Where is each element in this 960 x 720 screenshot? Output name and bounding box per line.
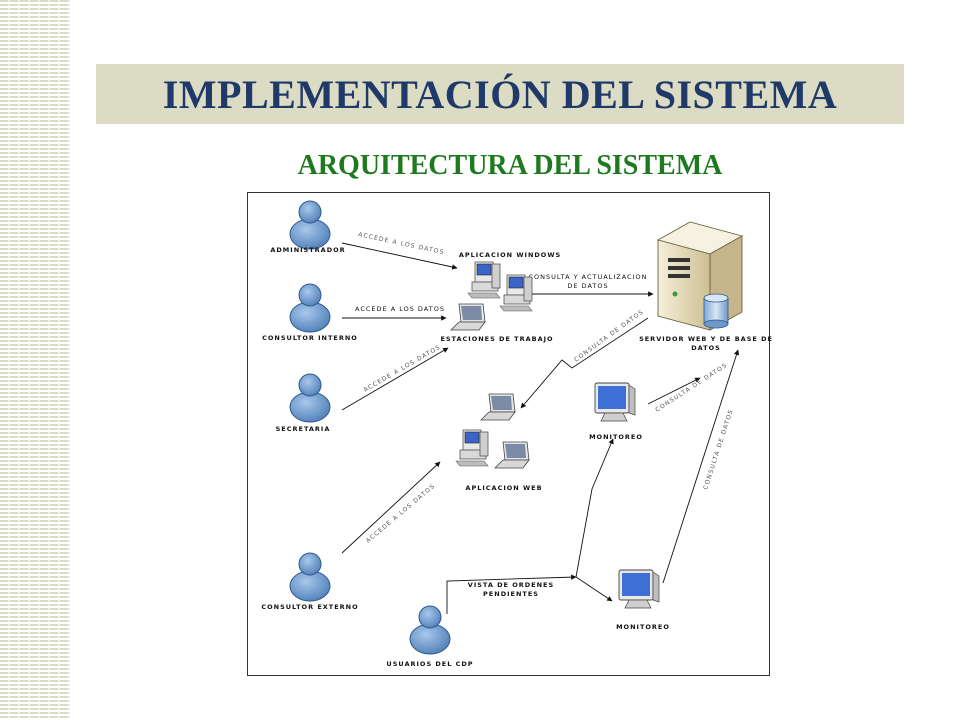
consultor-interno-person-icon xyxy=(289,283,331,333)
windows-desktop-icon-1 xyxy=(467,261,501,299)
side-stripe-pattern xyxy=(0,0,70,720)
node-label-monitoreo-2: MONITOREO xyxy=(616,623,670,631)
edge-label-vista-line1: VISTA DE ORDENES xyxy=(468,581,554,589)
node-label-consultor-externo: CONSULTOR EXTERNO xyxy=(261,603,358,611)
node-label-servidor-line2: DATOS xyxy=(691,344,721,352)
title-band: IMPLEMENTACIÓN DEL SISTEMA xyxy=(96,64,904,124)
connector-lines xyxy=(341,242,740,614)
consultor-externo-person-icon xyxy=(289,552,331,602)
edge-label-interno: ACCEDE A LOS DATOS xyxy=(355,305,445,313)
server-icon xyxy=(656,221,744,331)
edge-label-monitoreo1: CONSULTA DE DATOS xyxy=(654,362,729,414)
monitoreo-monitor-icon-2 xyxy=(618,569,660,609)
secretaria-person-icon xyxy=(289,373,331,423)
web-laptop-icon-2 xyxy=(494,441,530,469)
node-label-monitoreo-1: MONITOREO xyxy=(589,433,643,441)
edge-label-secretaria: ACCEDE A LOS DATOS xyxy=(363,344,443,394)
administrador-person-icon xyxy=(289,200,331,250)
edge-label-vista-line2: PENDIENTES xyxy=(483,590,539,598)
web-laptop-icon-1 xyxy=(480,393,516,421)
edge-label-admin: ACCEDE A LOS DATOS xyxy=(358,231,446,256)
usuarios-cdp-person-icon xyxy=(409,605,451,655)
windows-laptop-icon xyxy=(450,303,486,331)
page-subtitle: ARQUITECTURA DEL SISTEMA xyxy=(297,150,723,181)
edge-label-externo: ACCEDE A LOS DATOS xyxy=(365,483,437,545)
node-label-secretaria: SECRETARIA xyxy=(276,425,331,433)
node-label-estaciones-trabajo: ESTACIONES DE TRABAJO xyxy=(440,335,553,343)
edge-label-monitoreo2: CONSULTA DE DATOS xyxy=(702,408,735,490)
edge-label-actualizacion-line2: DE DATOS xyxy=(567,282,608,290)
monitoreo-monitor-icon-1 xyxy=(594,382,636,422)
page-title: IMPLEMENTACIÓN DEL SISTEMA xyxy=(162,71,838,117)
windows-desktop-icon-2 xyxy=(499,274,533,312)
database-icon xyxy=(703,293,729,329)
edge-label-actualizacion-line1: CONSULTA Y ACTUALIZACION xyxy=(529,273,648,281)
edge-label-web-servidor: CONSULTA DE DATOS xyxy=(573,308,645,363)
node-label-administrador: ADMINISTRADOR xyxy=(270,246,345,254)
node-label-aplicacion-web: APLICACION WEB xyxy=(465,484,542,492)
web-desktop-icon xyxy=(455,429,489,467)
node-label-consultor-interno: CONSULTOR INTERNO xyxy=(262,334,358,342)
node-label-servidor-line1: SERVIDOR WEB Y DE BASE DE xyxy=(639,335,773,343)
node-label-aplicacion-windows: APLICACION WINDOWS xyxy=(459,251,561,259)
node-label-usuarios-cdp: USUARIOS DEL CDP xyxy=(386,660,473,668)
